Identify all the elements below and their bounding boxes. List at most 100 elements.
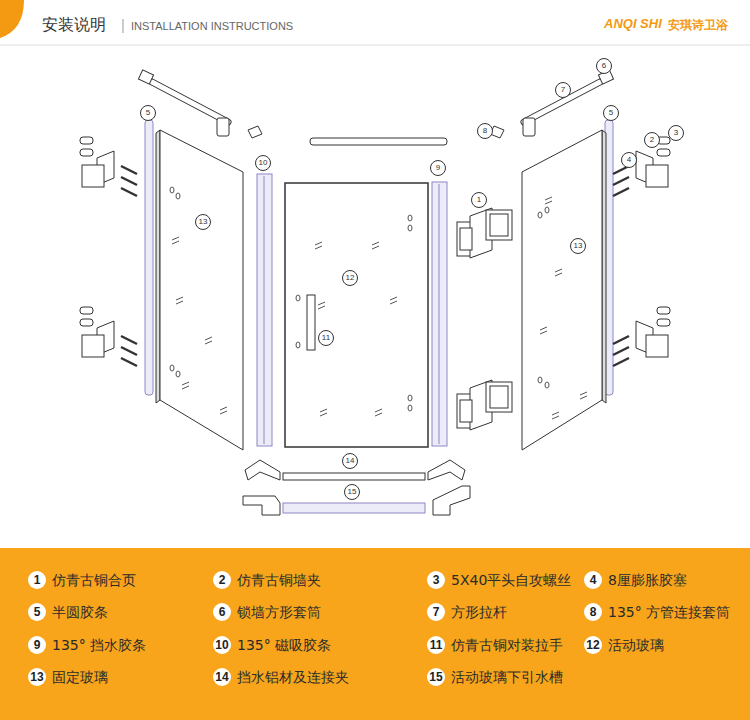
glass-hole xyxy=(296,295,300,301)
callout-number: 1 xyxy=(471,192,487,208)
hatch-mark xyxy=(390,297,397,304)
callout-number: 8 xyxy=(477,123,493,139)
hatch-mark xyxy=(182,382,189,389)
connector-clip xyxy=(428,460,465,480)
glass-hole xyxy=(545,207,549,213)
callout-number: 10 xyxy=(255,155,271,171)
glass-hole xyxy=(408,225,412,231)
legend-number: 15 xyxy=(427,668,445,686)
part-name: 活动玻璃下引水槽 xyxy=(451,668,563,686)
legend-number: 14 xyxy=(213,668,231,686)
hatch-mark xyxy=(320,409,327,416)
header-tab xyxy=(0,0,24,38)
part-name: 仿青古铜合页 xyxy=(52,571,136,589)
part-name: 方形拉杆 xyxy=(451,603,507,621)
rod-right xyxy=(490,70,614,138)
legend-number: 7 xyxy=(427,603,445,621)
callout-number: 15 xyxy=(344,484,360,500)
glass-edge xyxy=(156,130,160,403)
hatch-mark xyxy=(172,237,179,244)
callout-number: 2 xyxy=(644,132,660,148)
glass-hole xyxy=(170,187,174,193)
page-title: 安装说明 xyxy=(42,15,106,36)
bottom-channel-15 xyxy=(283,503,425,513)
fixed-glass xyxy=(160,130,243,450)
part-name: 活动玻璃 xyxy=(608,636,664,654)
part-name: 挡水铝材及连接夹 xyxy=(237,668,349,686)
glass-hole xyxy=(545,382,549,388)
glass-hatching xyxy=(170,187,587,419)
legend-number: 9 xyxy=(28,636,46,654)
hinge-bottom xyxy=(457,380,512,430)
legend-number: 10 xyxy=(213,636,231,654)
legend-number: 3 xyxy=(427,571,445,589)
connector-clip xyxy=(245,460,280,480)
part-name: 135° 磁吸胶条 xyxy=(237,636,331,654)
header-subtitle: INSTALLATION INSTRUCTIONS xyxy=(131,20,293,32)
hatch-mark xyxy=(205,337,212,344)
callout-number: 3 xyxy=(668,125,684,141)
glass-hole xyxy=(176,371,180,377)
hatch-mark xyxy=(318,302,325,309)
hatch-mark xyxy=(540,327,547,334)
legend-number: 2 xyxy=(213,571,231,589)
glass-hole xyxy=(408,215,412,221)
glass-hole xyxy=(296,342,300,348)
hatch-mark xyxy=(176,297,183,304)
part-name: 135° 挡水胶条 xyxy=(52,636,146,654)
fixed-glass xyxy=(522,130,602,450)
legend-number: 1 xyxy=(28,571,46,589)
door-glass xyxy=(285,183,428,447)
callout-number: 5 xyxy=(140,105,156,121)
brand-logo: ANQI SHI xyxy=(604,16,662,31)
glass-hole xyxy=(408,405,412,411)
glass-hole xyxy=(538,212,542,218)
part-name: 锁墙方形套筒 xyxy=(237,603,321,621)
callout-number: 13 xyxy=(570,238,586,254)
hatch-mark xyxy=(372,242,379,249)
legend-number: 4 xyxy=(584,571,602,589)
channel-end xyxy=(433,486,470,515)
part-name: 仿青古铜对装拉手 xyxy=(451,636,563,654)
hatch-mark xyxy=(315,242,322,249)
top-bar xyxy=(310,138,447,145)
clamp-right xyxy=(613,137,670,366)
callout-number: 11 xyxy=(318,330,334,346)
strip-10-line xyxy=(264,176,265,444)
glass-hole xyxy=(170,365,174,371)
hatch-mark xyxy=(580,392,587,399)
channel-end xyxy=(243,496,280,515)
callout-number: 5 xyxy=(603,105,619,121)
legend-number: 12 xyxy=(584,636,602,654)
hatch-mark xyxy=(555,269,562,276)
part-name: 8厘膨胀胶塞 xyxy=(608,571,687,589)
legend-number: 6 xyxy=(213,603,231,621)
callout-number: 13 xyxy=(195,214,211,230)
callout-number: 6 xyxy=(596,58,612,74)
glass-hole xyxy=(408,395,412,401)
callout-number: 7 xyxy=(555,82,571,98)
part-name: 固定玻璃 xyxy=(52,668,108,686)
hatch-mark xyxy=(220,407,227,414)
legend-number: 11 xyxy=(427,636,445,654)
strip-9-line xyxy=(439,184,440,444)
part-name: 仿青古铜墙夹 xyxy=(237,571,321,589)
legend-number: 13 xyxy=(28,668,46,686)
header-rule xyxy=(0,45,750,46)
hatch-mark xyxy=(375,409,382,416)
part-name: 半圆胶条 xyxy=(52,603,108,621)
glass-edge xyxy=(602,130,606,403)
parts xyxy=(80,70,670,515)
callout-number: 14 xyxy=(342,453,358,469)
strip-5 xyxy=(145,120,153,395)
glass-hole xyxy=(176,193,180,199)
part-name: 5X40平头自攻螺丝 xyxy=(451,571,571,589)
hatch-mark xyxy=(545,197,552,204)
glass-hole xyxy=(538,377,542,383)
callout-number: 4 xyxy=(621,152,637,168)
legend-number: 5 xyxy=(28,603,46,621)
part-name: 135° 方管连接套筒 xyxy=(608,603,730,621)
callout-number: 12 xyxy=(342,270,358,286)
brand-logo: 安琪诗卫浴 xyxy=(668,17,728,34)
